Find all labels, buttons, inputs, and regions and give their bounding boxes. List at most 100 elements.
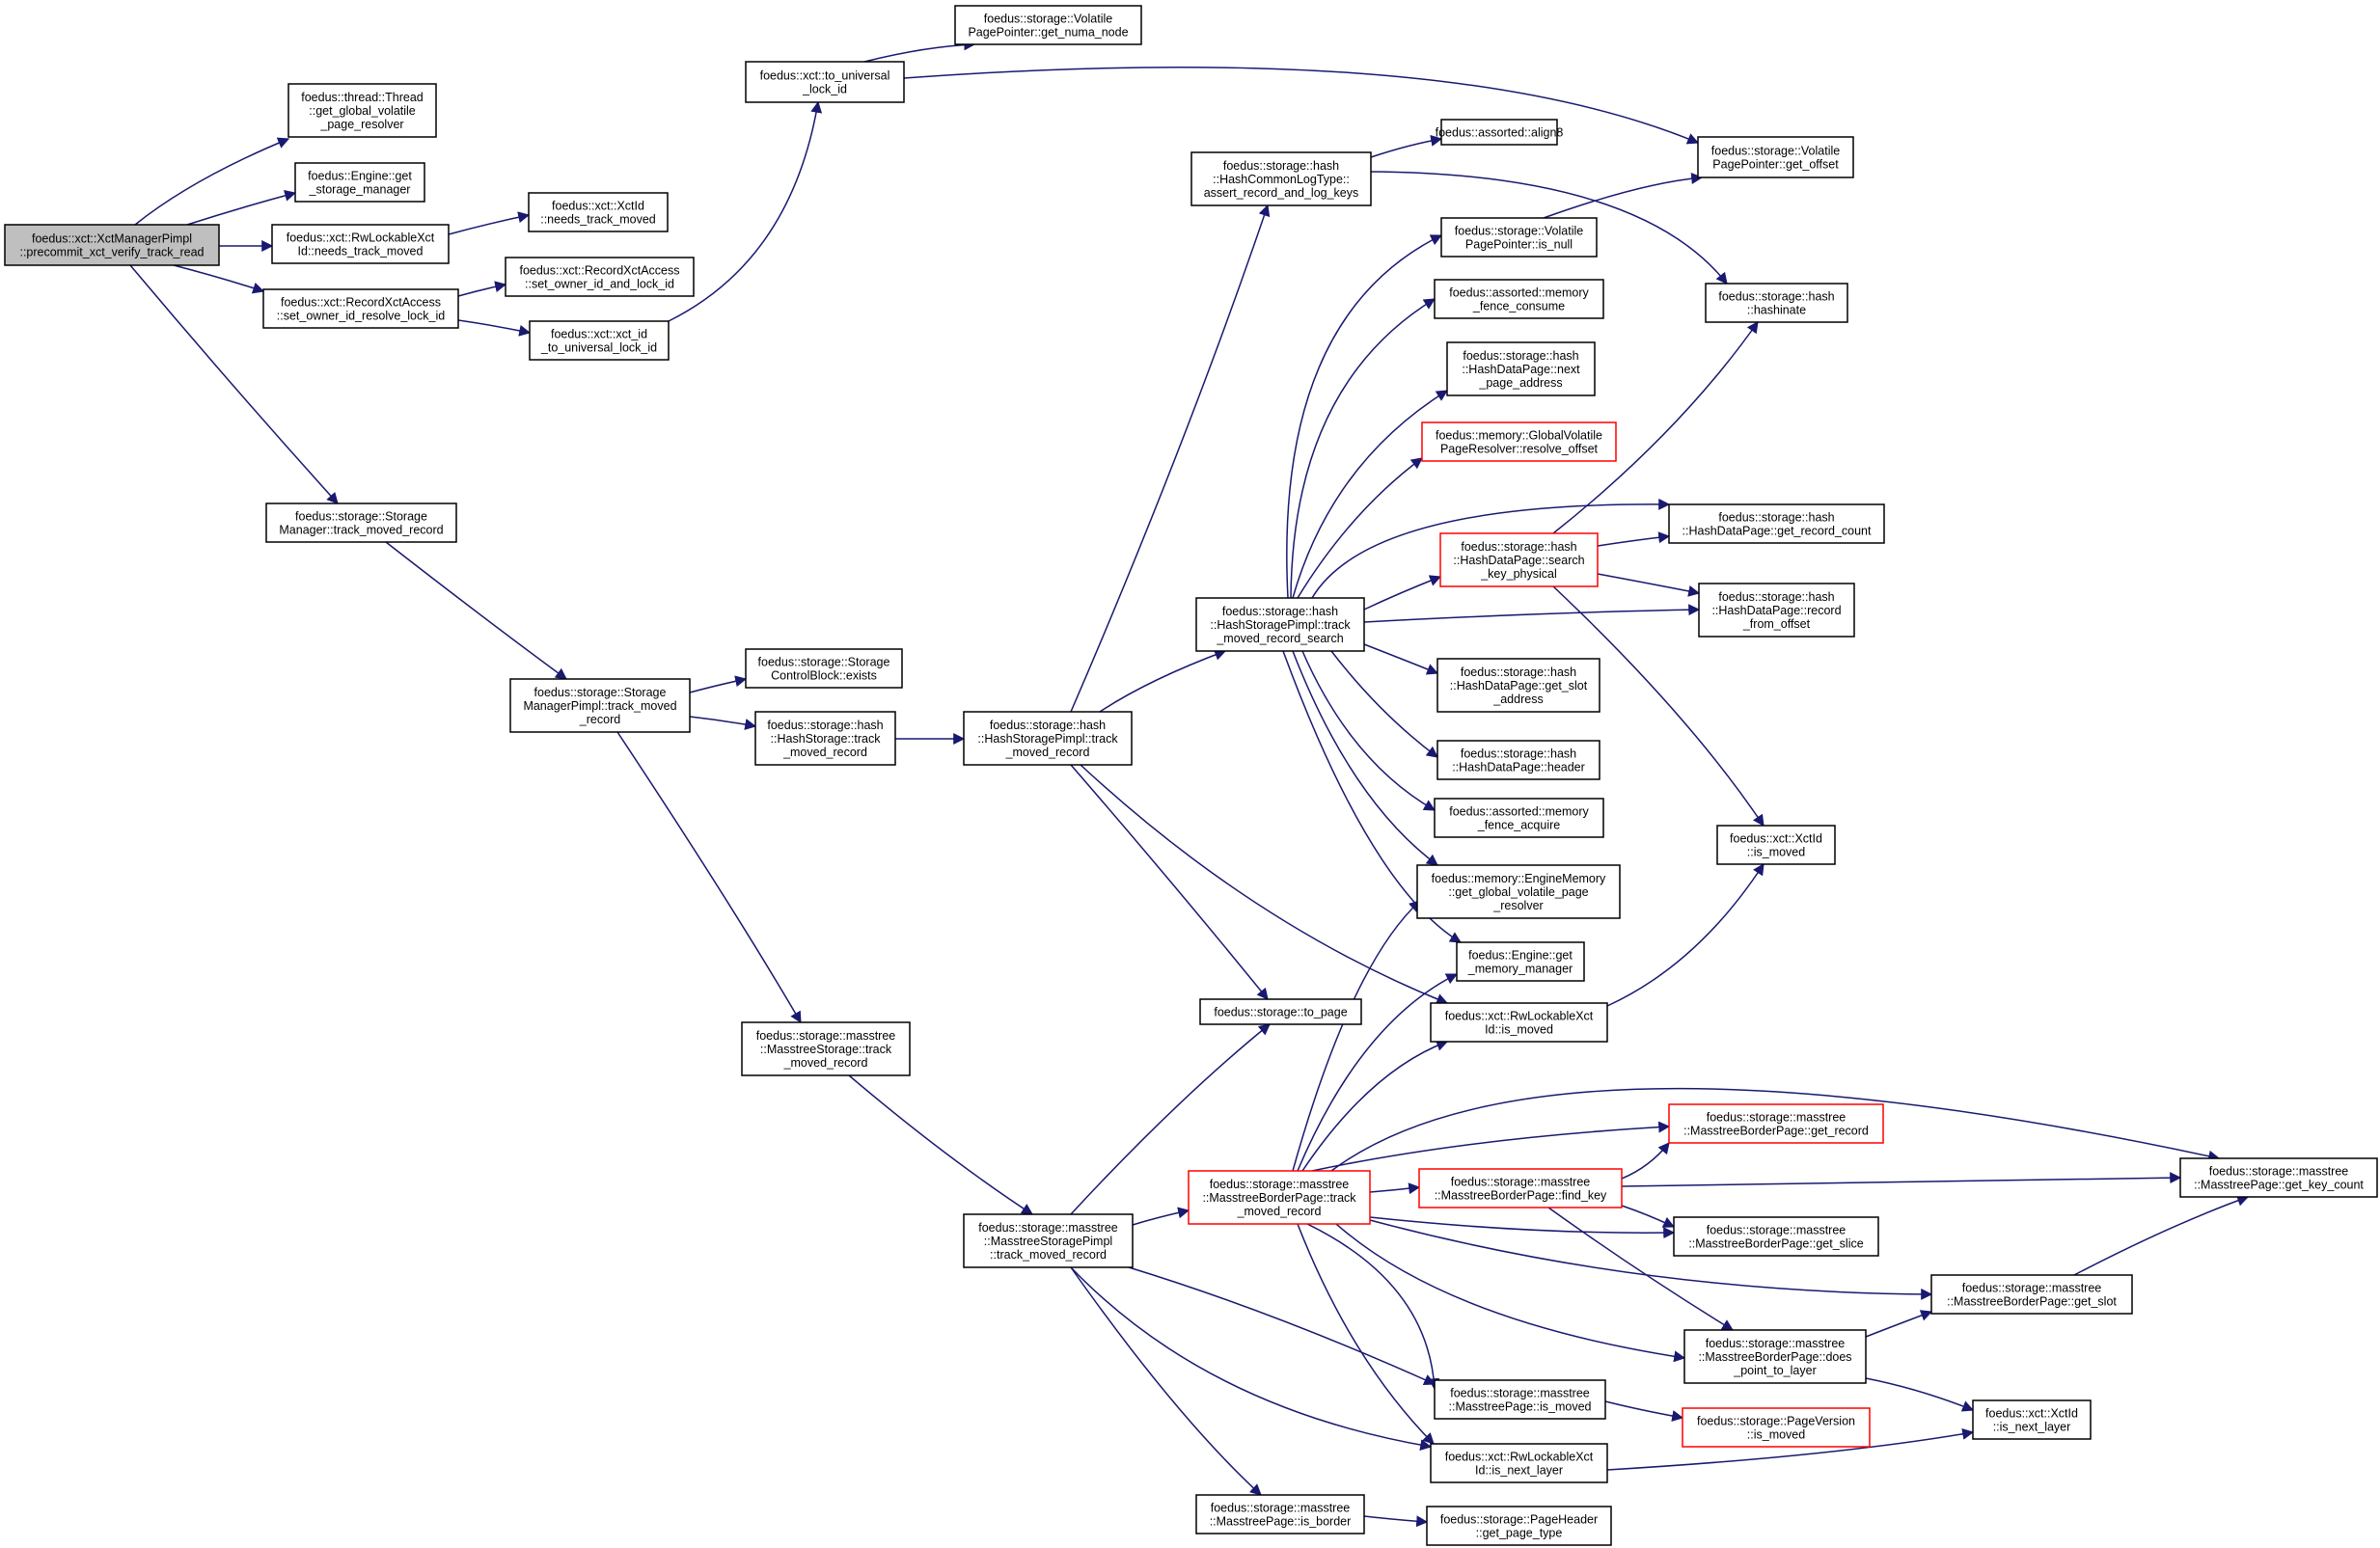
node-label-line: _point_to_layer	[1733, 1364, 1816, 1377]
node-thread-get-global-volatile-page-resolver[interactable]: foedus::thread::Thread::get_global_volat…	[287, 83, 437, 138]
node-volatile-is-null[interactable]: foedus::storage::VolatilePagePointer::is…	[1440, 217, 1598, 258]
node-page-version-is-moved[interactable]: foedus::storage::PageVersion::is_moved	[1682, 1407, 1871, 1448]
node-engine-get-memory-manager[interactable]: foedus::Engine::get_memory_manager	[1456, 941, 1585, 982]
node-label-line: foedus::storage::hash	[1461, 747, 1576, 761]
node-box	[1668, 1103, 1884, 1144]
node-hash-data-page-record-from-offset[interactable]: foedus::storage::hash::HashDataPage::rec…	[1698, 583, 1855, 638]
edge-masstree_storage_pimpl_track_moved_record-to-masstree_page_is_moved	[1128, 1266, 1436, 1386]
node-xctid-needs-track-moved[interactable]: foedus::xct::XctId::needs_track_moved	[528, 192, 669, 232]
node-hash-storage-pimpl-track-moved-record-search[interactable]: foedus::storage::hash::HashStoragePimpl:…	[1195, 597, 1365, 652]
node-box	[954, 5, 1142, 45]
node-masstree-border-page-track-moved-record[interactable]: foedus::storage::masstree::MasstreeBorde…	[1188, 1170, 1371, 1225]
node-record-xct-access-set-owner-id-and-lock-id[interactable]: foedus::xct::RecordXctAccess::set_owner_…	[505, 257, 695, 297]
node-storage-manager-pimpl-track-moved-record[interactable]: foedus::storage::StorageManagerPimpl::tr…	[509, 678, 691, 733]
node-masstree-border-page-get-slot[interactable]: foedus::storage::masstree::MasstreeBorde…	[1930, 1274, 2133, 1315]
node-engine-get-storage-manager[interactable]: foedus::Engine::get_storage_manager	[294, 162, 425, 203]
node-box	[1430, 1002, 1608, 1043]
node-masstree-page-is-border[interactable]: foedus::storage::masstree::MasstreePage:…	[1195, 1494, 1365, 1534]
edge-masstree_storage_track_moved_record-to-masstree_storage_pimpl_track_moved_record	[848, 1074, 1034, 1215]
node-masstree-border-page-does-point-to-layer[interactable]: foedus::storage::masstree::MasstreeBorde…	[1683, 1329, 1867, 1384]
node-memory-fence-acquire[interactable]: foedus::assorted::memory_fence_acquire	[1434, 798, 1604, 838]
node-label-line: ::MasstreePage::is_moved	[1449, 1400, 1592, 1414]
node-label-line: foedus::storage::Volatile	[984, 13, 1112, 26]
node-xctid-is-next-layer[interactable]: foedus::xct::XctId::is_next_layer	[1972, 1399, 2092, 1440]
node-label-line: foedus::storage::masstree	[1210, 1178, 1350, 1191]
node-box	[745, 61, 905, 103]
edge-root-to-storage_manager_track_moved_record	[129, 264, 339, 504]
node-root[interactable]: foedus::xct::XctManagerPimpl::precommit_…	[4, 224, 220, 266]
node-label-line: _moved_record_search	[1216, 632, 1343, 645]
node-hash-common-log-type-assert[interactable]: foedus::storage::hash::HashCommonLogType…	[1190, 151, 1372, 206]
edge-masstree_border_page_track_moved_record-to-masstree_border_page_get_record	[1311, 1121, 1671, 1172]
node-label-line: _key_physical	[1480, 567, 1557, 581]
node-label-line: _page_resolver	[319, 118, 403, 131]
node-label-line: foedus::storage::hash	[1222, 605, 1338, 618]
edge-hash_storage_pimpl_track_moved_record_search-to-volatile_is_null	[1286, 234, 1443, 599]
edge-masstree_border_page_track_moved_record-to-masstree_page_is_moved	[1306, 1223, 1440, 1391]
node-masstree-border-page-get-slice[interactable]: foedus::storage::masstree::MasstreeBorde…	[1673, 1216, 1879, 1257]
node-xctid-is-moved[interactable]: foedus::xct::XctId::is_moved	[1716, 825, 1836, 865]
node-storage-control-block-exists[interactable]: foedus::storage::StorageControlBlock::ex…	[745, 648, 903, 689]
node-label-line: _moved_record	[1005, 746, 1090, 759]
node-box	[1421, 421, 1617, 462]
node-rwlockable-is-next-layer[interactable]: foedus::xct::RwLockableXctId::is_next_la…	[1430, 1443, 1608, 1483]
node-storage-manager-track-moved-record[interactable]: foedus::storage::StorageManager::track_m…	[265, 502, 457, 543]
nodes: foedus::xct::XctManagerPimpl::precommit_…	[4, 5, 2378, 1546]
node-masstree-page-is-moved[interactable]: foedus::storage::masstree::MasstreePage:…	[1434, 1379, 1606, 1420]
node-hash-data-page-search-key-physical[interactable]: foedus::storage::hash::HashDataPage::sea…	[1439, 532, 1599, 587]
edge-hash_storage_pimpl_track_moved_record_search-to-memory_fence_acquire	[1301, 650, 1436, 811]
node-to-page[interactable]: foedus::storage::to_page	[1199, 998, 1362, 1025]
node-box	[1190, 151, 1372, 206]
node-hash-data-page-header[interactable]: foedus::storage::hash::HashDataPage::hea…	[1436, 740, 1600, 780]
edge-root-to-engine_get_storage_manager	[186, 189, 297, 226]
node-box	[1436, 658, 1600, 713]
node-box	[271, 224, 450, 264]
node-label-line: foedus::storage::Storage	[534, 686, 667, 699]
node-hash-data-page-get-slot-address[interactable]: foedus::storage::hash::HashDataPage::get…	[1436, 658, 1600, 713]
edge-masstree_storage_pimpl_track_moved_record-to-masstree_page_is_border	[1070, 1266, 1262, 1496]
node-label-line: foedus::xct::XctId	[552, 200, 644, 213]
node-hashinate[interactable]: foedus::storage::hash::hashinate	[1705, 283, 1848, 323]
edge-hash_storage_pimpl_track_moved_record-to-rwlockable_is_moved	[1080, 764, 1449, 1005]
node-label-line: ::needs_track_moved	[540, 213, 656, 227]
node-label-line: ::set_owner_id_and_lock_id	[525, 278, 674, 291]
node-label-line: _address	[1492, 693, 1543, 706]
node-volatile-get-numa-node[interactable]: foedus::storage::VolatilePagePointer::ge…	[954, 5, 1142, 45]
node-box	[294, 162, 425, 203]
node-label-line: _fence_acquire	[1477, 819, 1561, 832]
node-volatile-get-offset[interactable]: foedus::storage::VolatilePagePointer::ge…	[1697, 136, 1854, 178]
node-record-xct-access-set-owner-id-resolve-lock-id[interactable]: foedus::xct::RecordXctAccess::set_owner_…	[262, 288, 459, 329]
node-masstree-storage-track-moved-record[interactable]: foedus::storage::masstree::MasstreeStora…	[741, 1021, 911, 1076]
node-hash-storage-track-moved-record[interactable]: foedus::storage::hash::HashStorage::trac…	[754, 711, 896, 766]
edge-masstree_border_page_find_key-to-masstree_border_page_get_record	[1621, 1142, 1670, 1180]
edge-masstree_border_page_find_key-to-masstree_border_page_get_slice	[1621, 1205, 1676, 1228]
node-rwlockable-needs-track-moved[interactable]: foedus::xct::RwLockableXctId::needs_trac…	[271, 224, 450, 264]
edge-hash_storage_pimpl_track_moved_record_search-to-global_volatile_page_resolver_resolve_offset	[1297, 457, 1423, 599]
node-assorted-align8[interactable]: foedus::assorted::align8	[1436, 119, 1564, 146]
node-hash-data-page-get-record-count[interactable]: foedus::storage::hash::HashDataPage::get…	[1668, 503, 1885, 544]
node-label-line: foedus::Engine::get	[308, 170, 412, 183]
node-engine-memory-get-global-volatile-page-resolver[interactable]: foedus::memory::EngineMemory::get_global…	[1416, 864, 1621, 919]
node-box	[4, 224, 220, 266]
node-label-line: ::MasstreePage::is_border	[1210, 1515, 1352, 1529]
node-xct-id-to-universal-lock-id[interactable]: foedus::xct::xct_id_to_universal_lock_id	[529, 320, 670, 361]
edge-hash_storage_pimpl_track_moved_record_search-to-engine_get_memory_manager	[1282, 650, 1463, 943]
node-hash-data-page-next-page-address[interactable]: foedus::storage::hash::HashDataPage::nex…	[1446, 341, 1596, 396]
node-masstree-page-get-key-count[interactable]: foedus::storage::masstree::MasstreePage:…	[2179, 1157, 2378, 1198]
node-masstree-border-page-find-key[interactable]: foedus::storage::masstree::MasstreeBorde…	[1418, 1168, 1623, 1209]
node-label-line: ::is_next_layer	[1993, 1421, 2071, 1434]
node-label-line: _moved_record	[1237, 1205, 1322, 1218]
node-masstree-border-page-get-record[interactable]: foedus::storage::masstree::MasstreeBorde…	[1668, 1103, 1884, 1144]
node-hash-storage-pimpl-track-moved-record[interactable]: foedus::storage::hash::HashStoragePimpl:…	[963, 711, 1133, 766]
edge-masstree_border_page_track_moved_record-to-masstree_border_page_find_key	[1369, 1182, 1421, 1195]
node-label-line: foedus::storage::masstree	[978, 1221, 1118, 1235]
node-to-universal-lock-id[interactable]: foedus::xct::to_universal_lock_id	[745, 61, 905, 103]
node-global-volatile-page-resolver-resolve-offset[interactable]: foedus::memory::GlobalVolatilePageResolv…	[1421, 421, 1617, 462]
edge-masstree_border_page_does_point_to_layer-to-masstree_border_page_get_slot	[1865, 1310, 1933, 1338]
node-memory-fence-consume[interactable]: foedus::assorted::memory_fence_consume	[1434, 279, 1604, 319]
node-masstree-storage-pimpl-track-moved-record[interactable]: foedus::storage::masstree::MasstreeStora…	[963, 1213, 1134, 1268]
node-box	[754, 711, 896, 766]
node-page-header-get-page-type[interactable]: foedus::storage::PageHeader::get_page_ty…	[1426, 1506, 1612, 1546]
node-label-line: ::get_global_volatile_page	[1448, 885, 1588, 899]
